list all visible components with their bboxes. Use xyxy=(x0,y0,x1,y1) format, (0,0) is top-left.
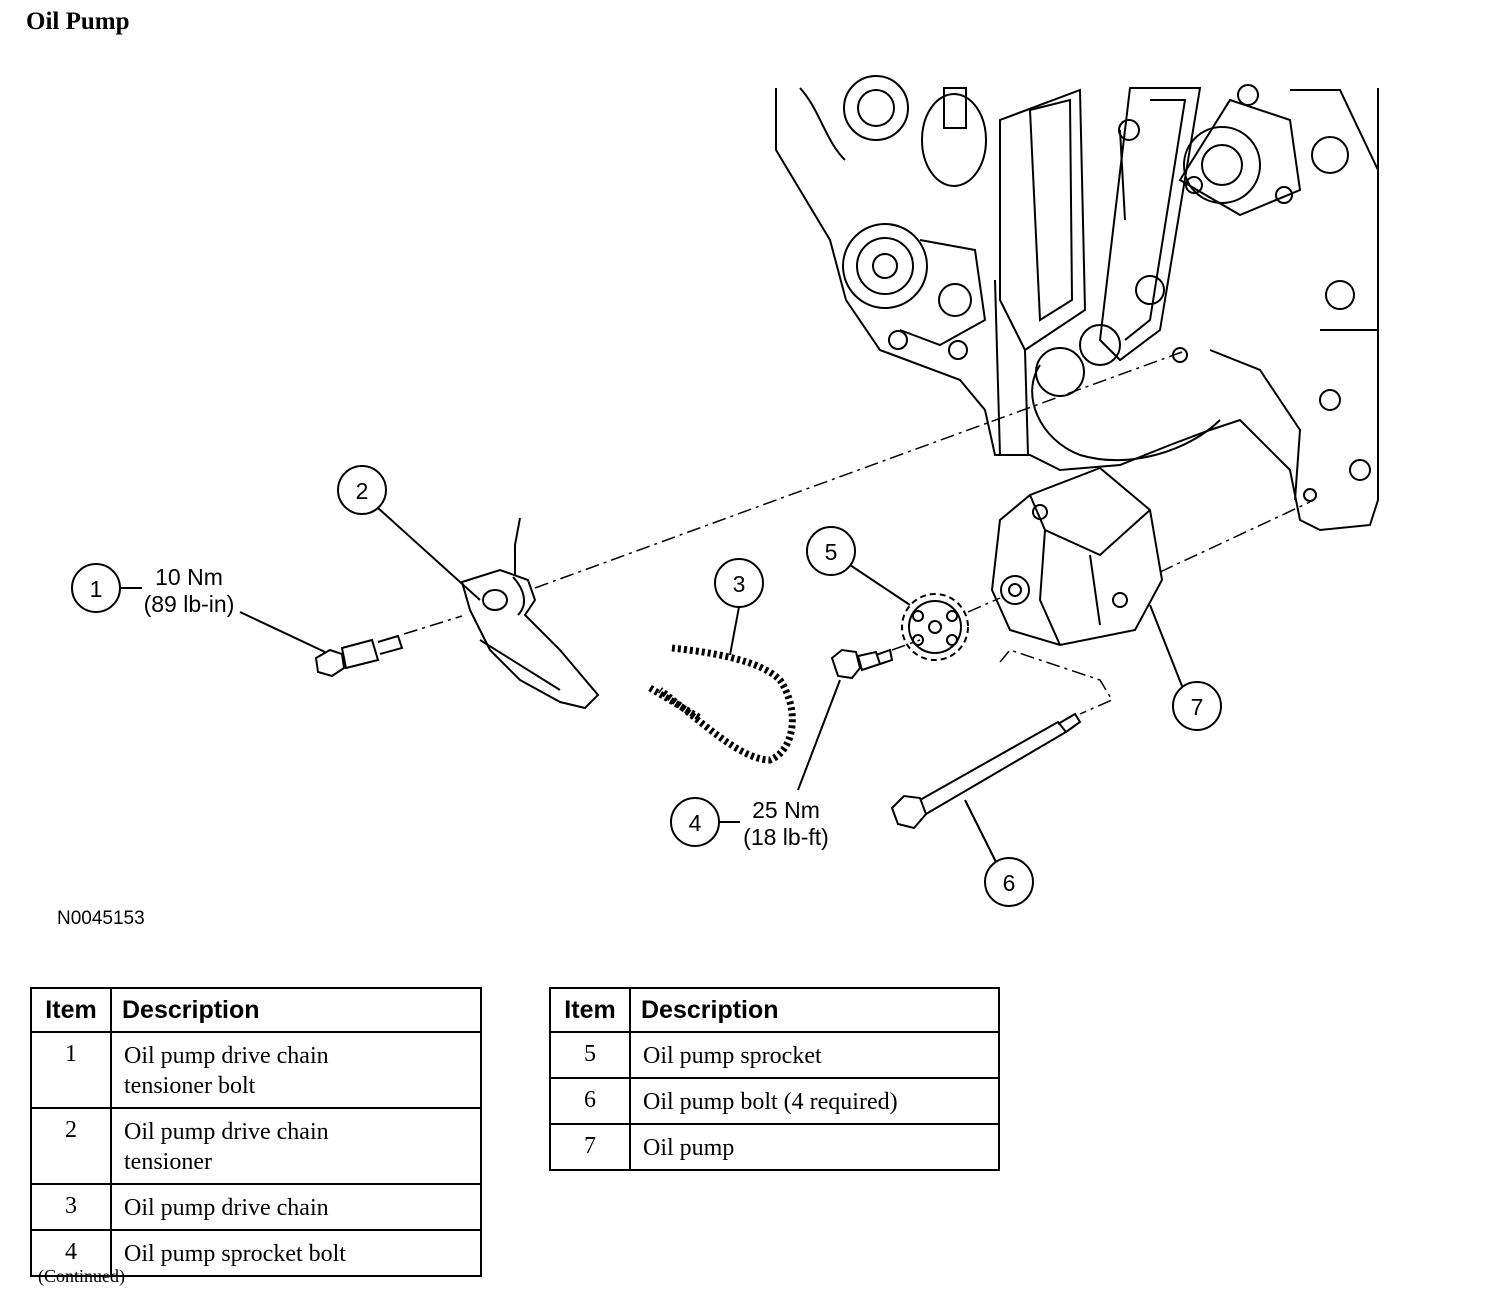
drive-chain-illustration xyxy=(648,644,796,764)
legend-item-number: 4 xyxy=(30,1229,112,1277)
callout-number-5: 5 xyxy=(825,539,838,565)
legend-row: 4 Oil pump sprocket bolt xyxy=(30,1229,482,1277)
description-line: tensioner xyxy=(124,1149,212,1175)
callout-number-6: 6 xyxy=(1003,870,1016,896)
callout-number-7: 7 xyxy=(1191,694,1204,720)
legend-row: 2 Oil pump drive chain tensioner xyxy=(30,1107,482,1185)
legend-item-description: Oil pump bolt (4 required) xyxy=(629,1077,1000,1125)
callout-leader xyxy=(964,799,997,863)
torque-spec-imperial: (18 lb-ft) xyxy=(743,824,829,850)
callout-leader xyxy=(797,679,841,791)
item-header: Item xyxy=(30,987,112,1033)
legend-item-description: Oil pump xyxy=(629,1123,1000,1171)
torque-spec-imperial: (89 lb-in) xyxy=(144,591,235,617)
figure-id: N0045153 xyxy=(57,908,145,929)
legend-header-row: Item Description xyxy=(30,987,482,1033)
description-line: Oil pump drive chain xyxy=(124,1119,329,1145)
legend-item-description: Oil pump drive chain tensioner bolt xyxy=(110,1031,482,1109)
oil-pump-bolt-illustration xyxy=(890,712,1082,830)
legend-item-description: Oil pump sprocket bolt xyxy=(110,1229,482,1277)
legend-row: 5 Oil pump sprocket xyxy=(549,1031,1000,1079)
callout-leader xyxy=(849,564,911,606)
item-header: Item xyxy=(549,987,631,1033)
oil-pump-illustration xyxy=(990,466,1164,647)
legend-item-number: 2 xyxy=(30,1107,112,1185)
description-header: Description xyxy=(110,987,482,1033)
chain-tensioner-illustration xyxy=(460,517,600,710)
tensioner-bolt-illustration xyxy=(314,634,404,678)
callout-circle-2 xyxy=(337,465,387,515)
sprocket-bolt-illustration xyxy=(830,648,894,680)
legend-row: 7 Oil pump xyxy=(549,1123,1000,1171)
callout-leader xyxy=(729,606,740,656)
callout-number-4: 4 xyxy=(689,810,702,836)
callout-leader xyxy=(1149,604,1183,687)
legend-item-number: 6 xyxy=(549,1077,631,1125)
legend-item-number: 5 xyxy=(549,1031,631,1079)
alignment-lines xyxy=(403,351,1311,715)
legend-item-number: 3 xyxy=(30,1183,112,1231)
description-line: Oil pump drive chain xyxy=(124,1043,329,1069)
legend-item-description: Oil pump drive chain tensioner xyxy=(110,1107,482,1185)
description-line: tensioner bolt xyxy=(124,1073,256,1099)
page-title: Oil Pump xyxy=(26,8,130,35)
legend-row: 6 Oil pump bolt (4 required) xyxy=(549,1077,1000,1125)
callout-number-3: 3 xyxy=(733,571,746,597)
legend-item-number: 7 xyxy=(549,1123,631,1171)
legend-item-number: 1 xyxy=(30,1031,112,1109)
legend-item-description: Oil pump drive chain xyxy=(110,1183,482,1231)
oil-pump-sprocket-illustration xyxy=(901,593,969,661)
callout-number-1: 1 xyxy=(90,576,103,602)
legend-row: 3 Oil pump drive chain xyxy=(30,1183,482,1231)
legend-table-right: Item Description 5 Oil pump sprocket 6 O… xyxy=(549,987,1000,1171)
callout-number-2: 2 xyxy=(356,478,369,504)
legend-row: 1 Oil pump drive chain tensioner bolt xyxy=(30,1031,482,1109)
callout-circle-7 xyxy=(1172,681,1222,731)
callout-circle-5 xyxy=(806,526,856,576)
exploded-view-diagram: 1 2 3 4 5 6 7 10 Nm (89 lb-in) 25 Nm (18… xyxy=(71,75,1379,907)
legend-item-description: Oil pump sprocket xyxy=(629,1031,1000,1079)
engine-block-illustration xyxy=(775,75,1379,532)
callout-leader xyxy=(239,611,326,653)
continued-note: (Continued) xyxy=(38,1266,125,1286)
callout-leader xyxy=(377,507,481,601)
torque-spec-nm: 25 Nm xyxy=(752,797,820,823)
description-header: Description xyxy=(629,987,1000,1033)
torque-spec-nm: 10 Nm xyxy=(155,564,223,590)
legend-table-left: Item Description 1 Oil pump drive chain … xyxy=(30,987,482,1277)
callout-circle-6 xyxy=(984,857,1034,907)
legend-header-row: Item Description xyxy=(549,987,1000,1033)
